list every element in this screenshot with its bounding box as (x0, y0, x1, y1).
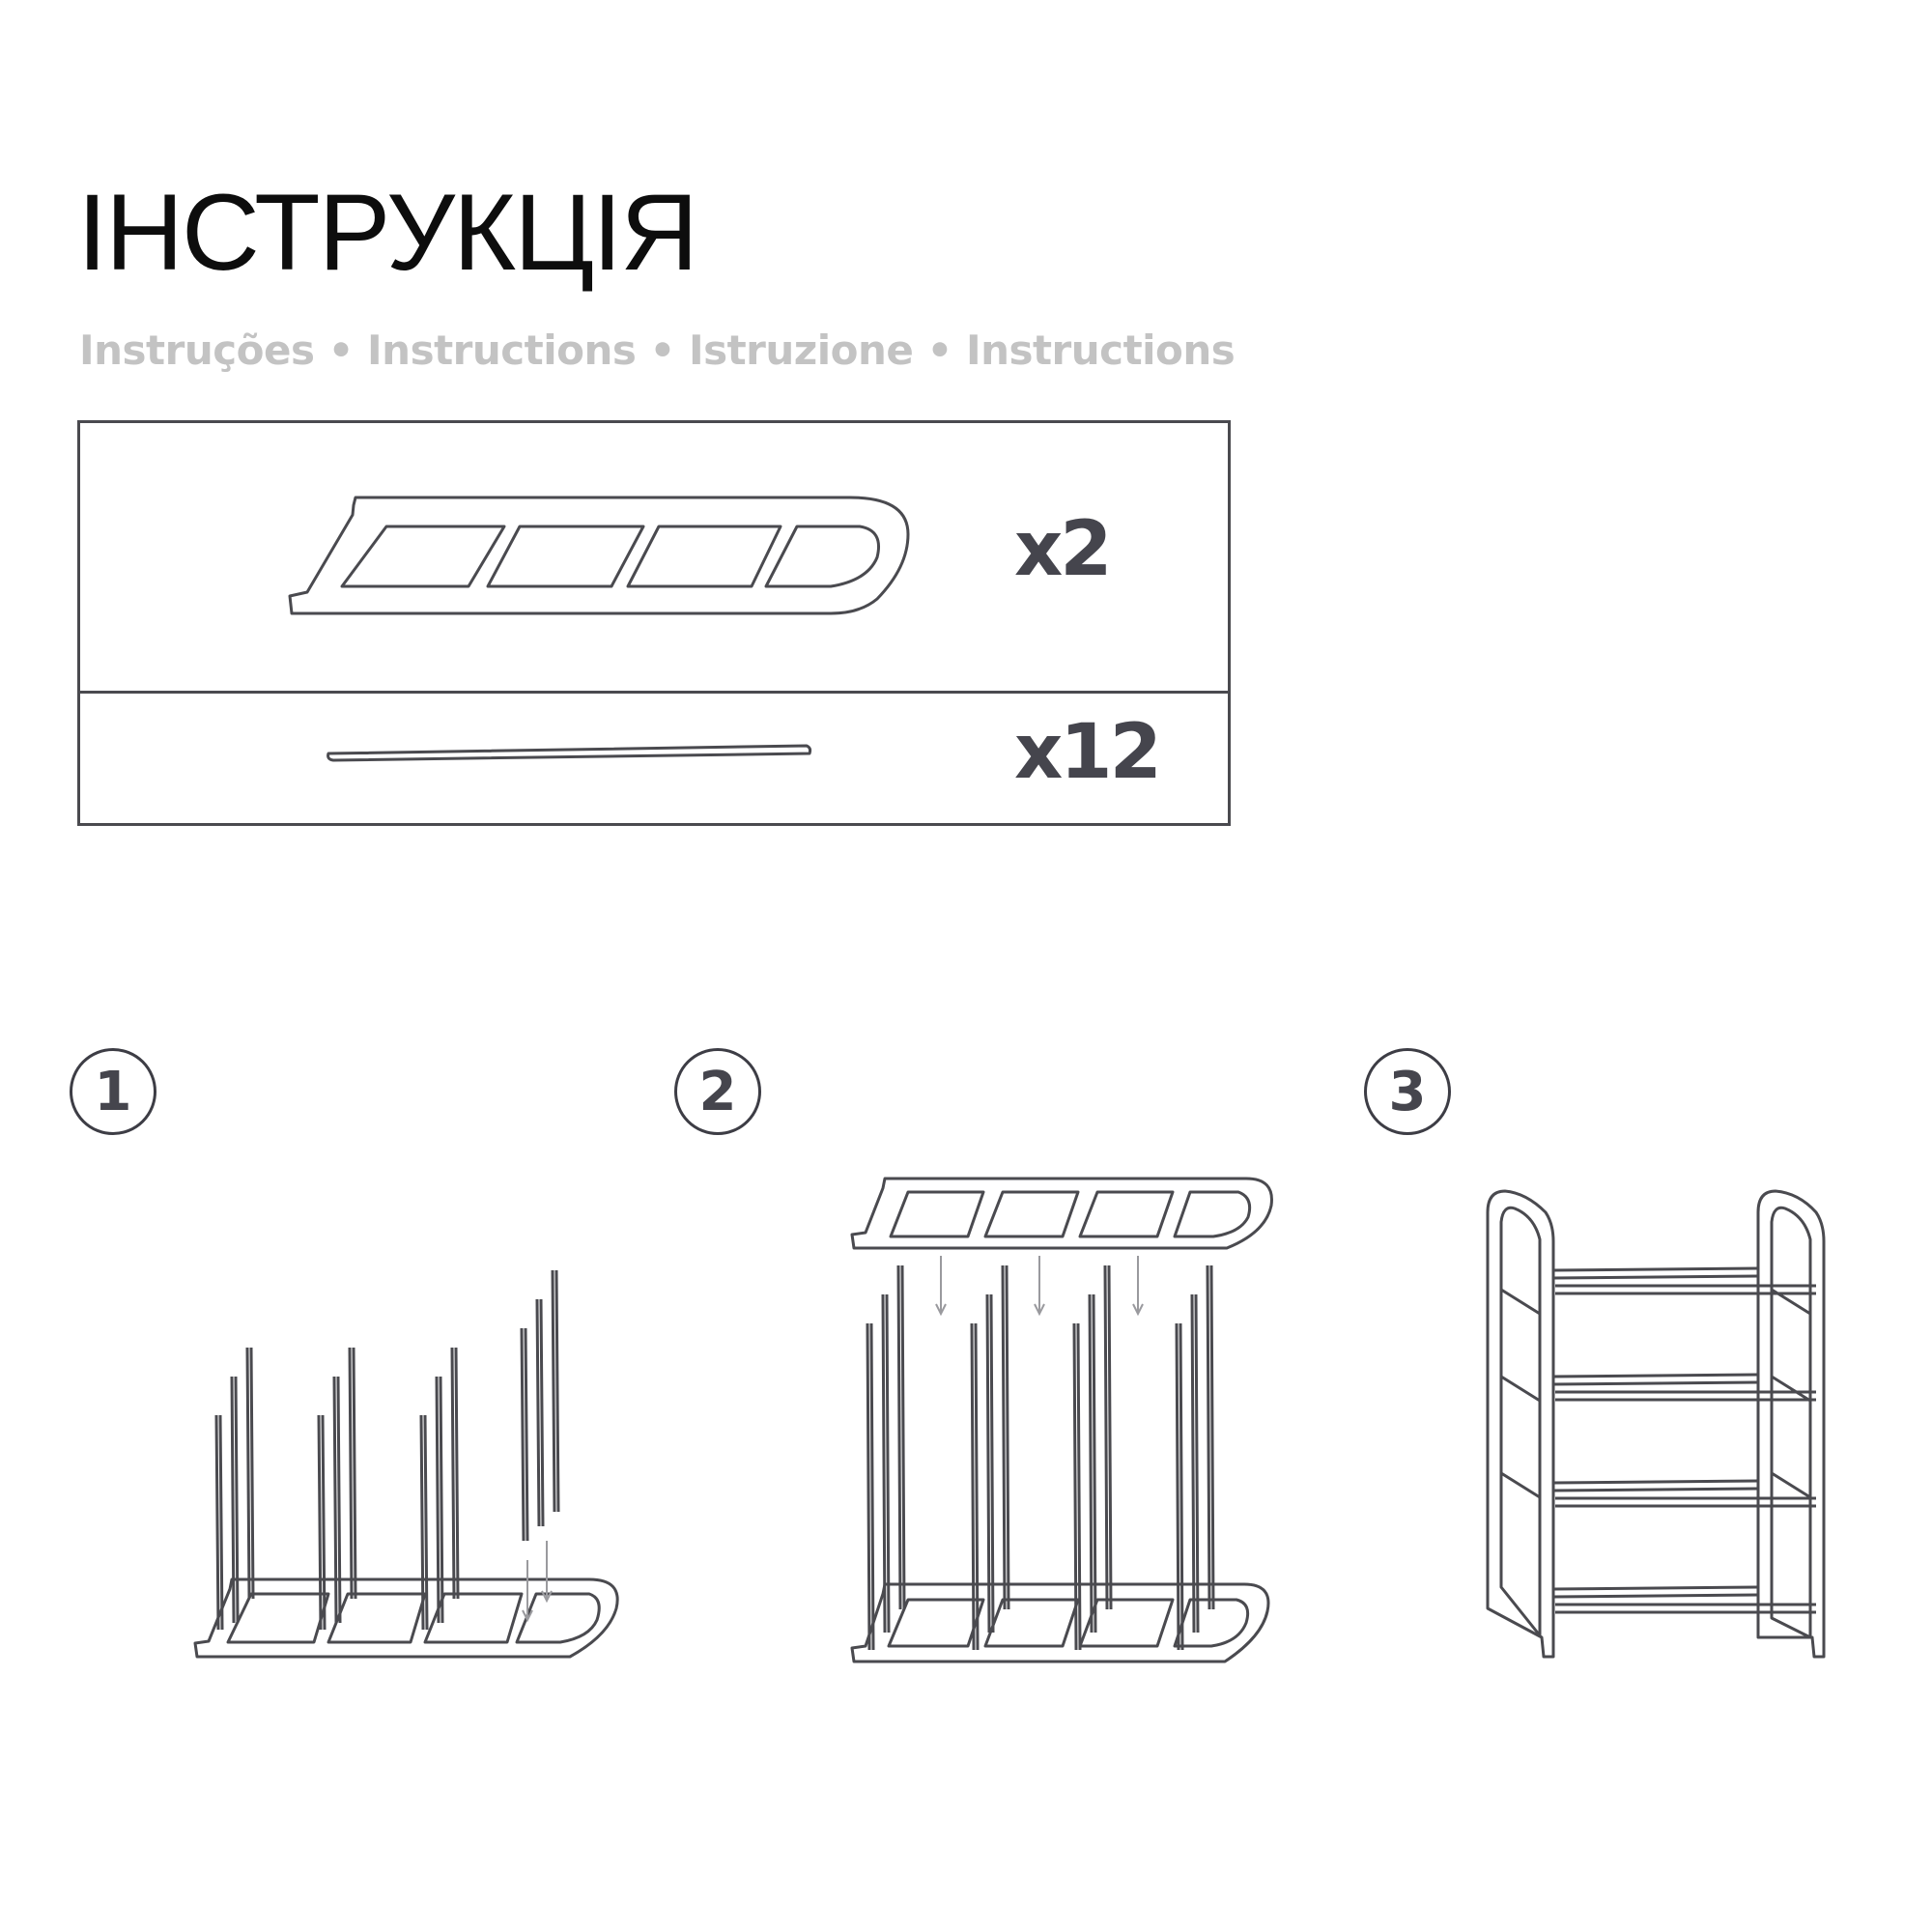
step-3-badge: 3 (1364, 1048, 1451, 1135)
rod-illustration (327, 744, 812, 762)
step-2-illustration (850, 1177, 1273, 1663)
parts-list (77, 420, 1231, 826)
step-1-badge: 1 (70, 1048, 156, 1135)
page-title: ІНСТРУКЦІЯ (77, 172, 698, 293)
side-frame-illustration (288, 496, 910, 615)
parts-divider (80, 691, 1228, 694)
side-frame-quantity: x2 (1014, 506, 1113, 593)
step-2-badge: 2 (674, 1048, 761, 1135)
step-1-illustration (193, 1269, 619, 1659)
rod-quantity: x12 (1014, 709, 1162, 796)
page-subtitle: Instruções • Instructions • Istruzione •… (79, 327, 1236, 374)
step-3-illustration (1486, 1189, 1826, 1659)
